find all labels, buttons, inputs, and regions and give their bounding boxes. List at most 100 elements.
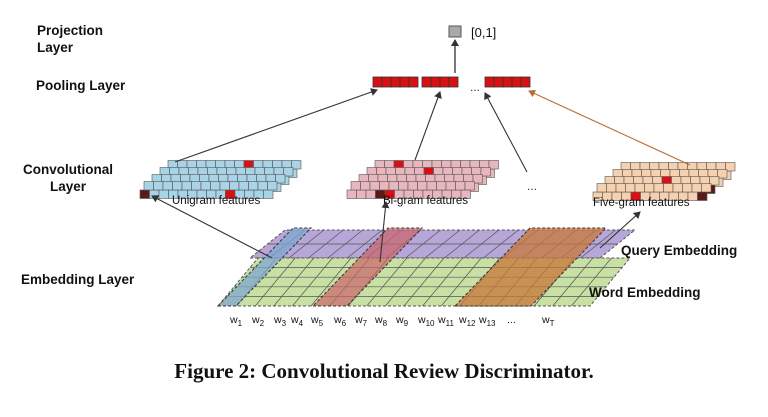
feature-cell — [365, 189, 376, 199]
feature-cell — [615, 183, 626, 193]
pooling-cell — [421, 76, 432, 88]
word-token: w8 — [374, 314, 388, 328]
grid-line — [440, 257, 482, 307]
unigram-to-pool-arrow — [174, 88, 378, 163]
grid-line — [292, 257, 333, 307]
embedding-layer-label: Embedding Layer — [21, 272, 135, 287]
pooling-cell — [408, 76, 419, 88]
grid-line — [552, 257, 594, 307]
feature-cell — [398, 181, 409, 191]
feature-cell — [436, 181, 447, 191]
word-token: w3 — [273, 314, 287, 328]
word-token: w2 — [251, 314, 265, 328]
word-token-base: w — [273, 314, 282, 326]
pooling-cell — [390, 76, 401, 88]
feature-cell — [143, 181, 154, 191]
feature-cell — [634, 183, 645, 193]
word-token-base: w — [541, 314, 550, 326]
feature-cell — [263, 189, 274, 199]
projection-layer-label-line2: Layer — [37, 40, 74, 55]
word-token: w13 — [478, 314, 496, 328]
feature-cell — [644, 183, 655, 193]
feature-cell — [238, 181, 249, 191]
fivegram-features-label: Five-gram features — [593, 197, 690, 209]
feature-cell — [455, 181, 466, 191]
feature-cell — [275, 174, 286, 184]
word-token: w11 — [437, 314, 454, 328]
word-token-subscript: 3 — [282, 319, 287, 328]
feature-cell — [682, 183, 693, 193]
word-token-subscript: 7 — [363, 319, 368, 328]
word-token-subscript: 8 — [383, 319, 388, 328]
word-token: w5 — [310, 314, 324, 328]
feature-cell — [691, 183, 702, 193]
convolutional-layer-label-line2: Layer — [50, 179, 87, 194]
feature-cell — [663, 183, 674, 193]
feature-cell — [606, 183, 617, 193]
projection-node — [448, 25, 462, 38]
feature-cell — [356, 189, 367, 199]
word-embedding-label: Word Embedding — [589, 285, 701, 300]
feature-cell — [697, 191, 708, 201]
word-token: w10 — [417, 314, 435, 328]
feature-cell — [248, 181, 259, 191]
feature-cell — [596, 183, 607, 193]
feature-cell — [369, 181, 380, 191]
query-embedding-label: Query Embedding — [621, 243, 737, 258]
pooling-cell — [381, 76, 392, 88]
fivegram-feature-map — [592, 162, 736, 201]
feature-cell — [267, 181, 278, 191]
word-token-base: w — [251, 314, 260, 326]
word-token-base: w — [417, 314, 426, 326]
word-token: w4 — [290, 314, 304, 328]
word-token-base: w — [395, 314, 404, 326]
bigram-feature-map — [346, 160, 499, 199]
word-token-subscript: 6 — [342, 319, 347, 328]
word-token: w1 — [229, 314, 243, 328]
pooling-cell — [484, 76, 495, 88]
window-to-fivegram-arrow — [599, 211, 641, 249]
pooling-cell — [399, 76, 410, 88]
bigram-window-band — [311, 227, 424, 307]
feature-cell — [158, 189, 169, 199]
feature-cell — [181, 181, 192, 191]
unigram-features-label: Unigram features — [172, 195, 260, 207]
word-token-base: w — [458, 314, 467, 326]
word-token-subscript: T — [550, 319, 555, 328]
feature-cell — [464, 181, 475, 191]
feature-cell — [717, 169, 728, 179]
feature-cell — [426, 181, 437, 191]
feature-cell — [153, 181, 164, 191]
feature-cell — [257, 181, 268, 191]
feature-cell — [625, 183, 636, 193]
feature-cell — [480, 167, 491, 177]
word-token-base: w — [229, 314, 238, 326]
window-to-bigram-arrow — [379, 201, 390, 263]
grid-line — [310, 257, 352, 307]
unigram-window-band — [216, 227, 313, 307]
word-token-base: w — [354, 314, 363, 326]
feature-cell — [653, 183, 664, 193]
pooling-cell — [520, 76, 531, 88]
feature-cell — [346, 189, 357, 199]
word-token: ... — [507, 314, 516, 326]
feature-cell — [229, 181, 240, 191]
word-token-base: w — [478, 314, 487, 326]
word-token: w7 — [354, 314, 368, 328]
feature-cell — [709, 176, 720, 186]
word-token-subscript: 9 — [404, 319, 409, 328]
feature-cell — [725, 162, 736, 172]
word-token: w9 — [395, 314, 409, 328]
feature-cell — [350, 181, 361, 191]
word-token-base: w — [290, 314, 299, 326]
word-token-subscript: 5 — [319, 319, 324, 328]
grid-line — [422, 257, 463, 307]
pooling-vector-3 — [484, 76, 531, 88]
feature-cell — [172, 181, 183, 191]
word-token-subscript: 4 — [299, 319, 304, 328]
pooling-cell — [448, 76, 459, 88]
feature-cell — [360, 181, 371, 191]
bigram-to-pool-arrow — [414, 91, 442, 161]
